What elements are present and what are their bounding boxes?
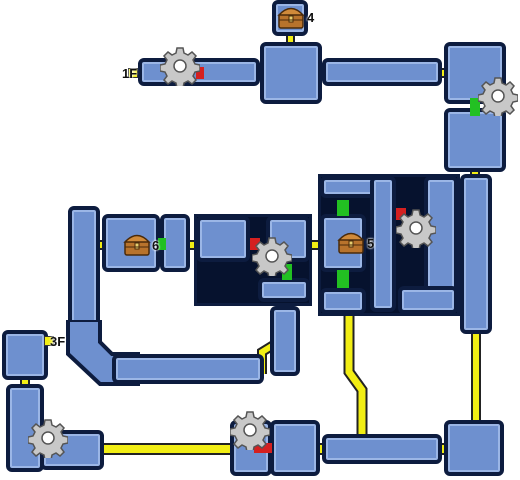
chest-6-label: 6	[152, 238, 160, 253]
locked-door[interactable]	[250, 238, 260, 250]
room-center-bottom[interactable]	[320, 288, 366, 314]
gear-icon[interactable]	[478, 76, 518, 116]
stairs-3f-label: 3F	[50, 334, 66, 349]
open-door[interactable]	[470, 98, 480, 116]
open-door[interactable]	[337, 270, 349, 288]
treasure-chest-icon[interactable]	[337, 229, 365, 255]
gear-icon[interactable]	[252, 236, 292, 276]
room-bottom-hall[interactable]	[322, 434, 442, 464]
room-left-horizontal-hall[interactable]	[112, 354, 264, 384]
room-bottom-right[interactable]	[444, 420, 504, 476]
room-right-upper[interactable]	[444, 108, 506, 172]
room-bottom-center-b[interactable]	[270, 420, 320, 476]
open-door[interactable]	[337, 200, 349, 216]
locked-door[interactable]	[196, 67, 204, 79]
room-top-center[interactable]	[260, 42, 322, 104]
room-center-left-a[interactable]	[196, 216, 250, 262]
chest-5-label: 5	[367, 236, 375, 251]
treasure-chest-icon[interactable]	[277, 4, 305, 30]
gear-icon[interactable]	[230, 410, 270, 450]
chest-4-label: 4	[307, 10, 315, 25]
room-entrance-corridor[interactable]	[138, 58, 260, 86]
entrance-1f-label: 1F	[122, 66, 138, 81]
room-stairs-3f[interactable]	[2, 330, 48, 380]
gear-icon[interactable]	[28, 418, 68, 458]
room-center-left-c[interactable]	[258, 278, 310, 302]
gear-icon[interactable]	[396, 208, 436, 248]
room-connector-south[interactable]	[270, 306, 300, 376]
treasure-chest-icon[interactable]	[123, 231, 151, 257]
stairs-icon[interactable]	[44, 336, 54, 346]
gear-icon[interactable]	[160, 46, 200, 86]
room-center-pillar[interactable]	[370, 176, 396, 312]
stairs-icon[interactable]	[128, 68, 138, 78]
locked-door[interactable]	[396, 208, 406, 220]
room-top-right[interactable]	[444, 42, 506, 104]
open-door[interactable]	[158, 238, 166, 250]
room-top-hall[interactable]	[322, 58, 442, 86]
room-right-column[interactable]	[460, 174, 492, 334]
room-right-bottom-bar[interactable]	[398, 286, 458, 314]
